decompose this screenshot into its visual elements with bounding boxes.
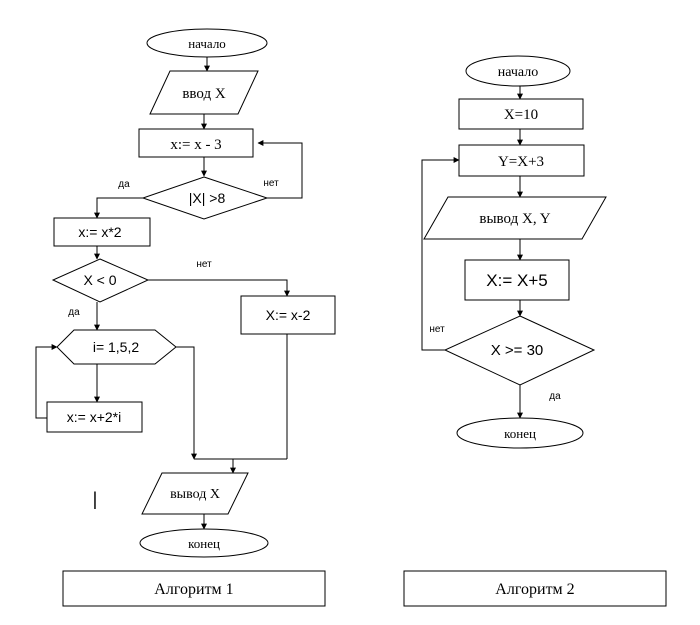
a1-edge-body-back [35, 344, 58, 419]
a2-assign-y-label: Y=X+3 [498, 154, 544, 170]
a2-edge-cond-no-loop [421, 157, 460, 351]
a1-end-label: конец [188, 536, 220, 551]
a1-neg-yes-label: да [68, 307, 80, 318]
a1-start-label: начало [188, 36, 226, 51]
a2-cond-yes-label: да [549, 391, 561, 402]
a2-start-label: начало [498, 65, 539, 80]
a1-loop-body-box [46, 401, 143, 433]
a1-output-label: вывод X [170, 487, 220, 502]
a2-end-terminal [456, 417, 584, 449]
a1-end-terminal [139, 528, 269, 558]
a1-loop-header-hexagon [56, 329, 177, 365]
a1-edge-loop-exit [176, 346, 197, 460]
a2-output-label: вывод X, Y [479, 211, 550, 227]
a2-end-label: конец [504, 426, 536, 441]
a1-start-terminal [146, 28, 268, 58]
a1-loop-body-label: x:= x+2*i [67, 409, 121, 425]
a1-loop-header-label: i= 1,5,2 [93, 339, 140, 355]
a1-abs-yes-label: да [118, 179, 130, 190]
a1-assign-minus3-box [138, 128, 254, 158]
a1-input-label: ввод X [182, 86, 226, 102]
a1-cond-abs-label: |X| >8 [189, 190, 226, 206]
a2-caption-label: Алгоритм 2 [495, 581, 574, 598]
a2-output-parallelogram [423, 196, 607, 240]
a1-cond-neg-label: X < 0 [83, 272, 116, 288]
a1-edge-abs-no-loop [257, 140, 303, 199]
a1-cond-neg-diamond [51, 258, 150, 303]
a1-assign-minus2-box [240, 295, 336, 335]
a1-output-parallelogram [141, 472, 249, 515]
a2-cond-diamond [443, 315, 596, 386]
a2-assign-x5-label: X:= X+5 [486, 271, 547, 290]
a1-edge-neg-no [148, 279, 290, 297]
a1-abs-no-label: нет [263, 178, 279, 189]
a2-init-box [458, 98, 584, 130]
a1-stray-mark: | [93, 489, 98, 509]
a2-init-label: X=10 [504, 107, 538, 123]
a1-assign-minus3-label: x:= x - 3 [170, 137, 221, 153]
a2-start-terminal [465, 55, 571, 87]
a1-neg-no-label: нет [196, 259, 212, 270]
a1-assign-times2-box [53, 217, 151, 247]
a2-cond-no-label: нет [429, 324, 445, 335]
a1-input-parallelogram [149, 70, 259, 115]
a1-caption-box [62, 570, 326, 607]
a1-cond-abs-diamond [141, 176, 269, 220]
a2-cond-label: X >= 30 [491, 342, 544, 359]
a2-caption-box [403, 570, 667, 607]
a1-assign-minus2-label: X:= x-2 [266, 307, 311, 323]
a1-assign-times2-label: x:= x*2 [78, 224, 121, 240]
a2-assign-x5-box [464, 259, 570, 301]
a1-caption-label: Алгоритм 1 [154, 581, 233, 598]
a1-edge-abs-yes [94, 197, 143, 219]
a2-assign-y-box [458, 144, 585, 177]
